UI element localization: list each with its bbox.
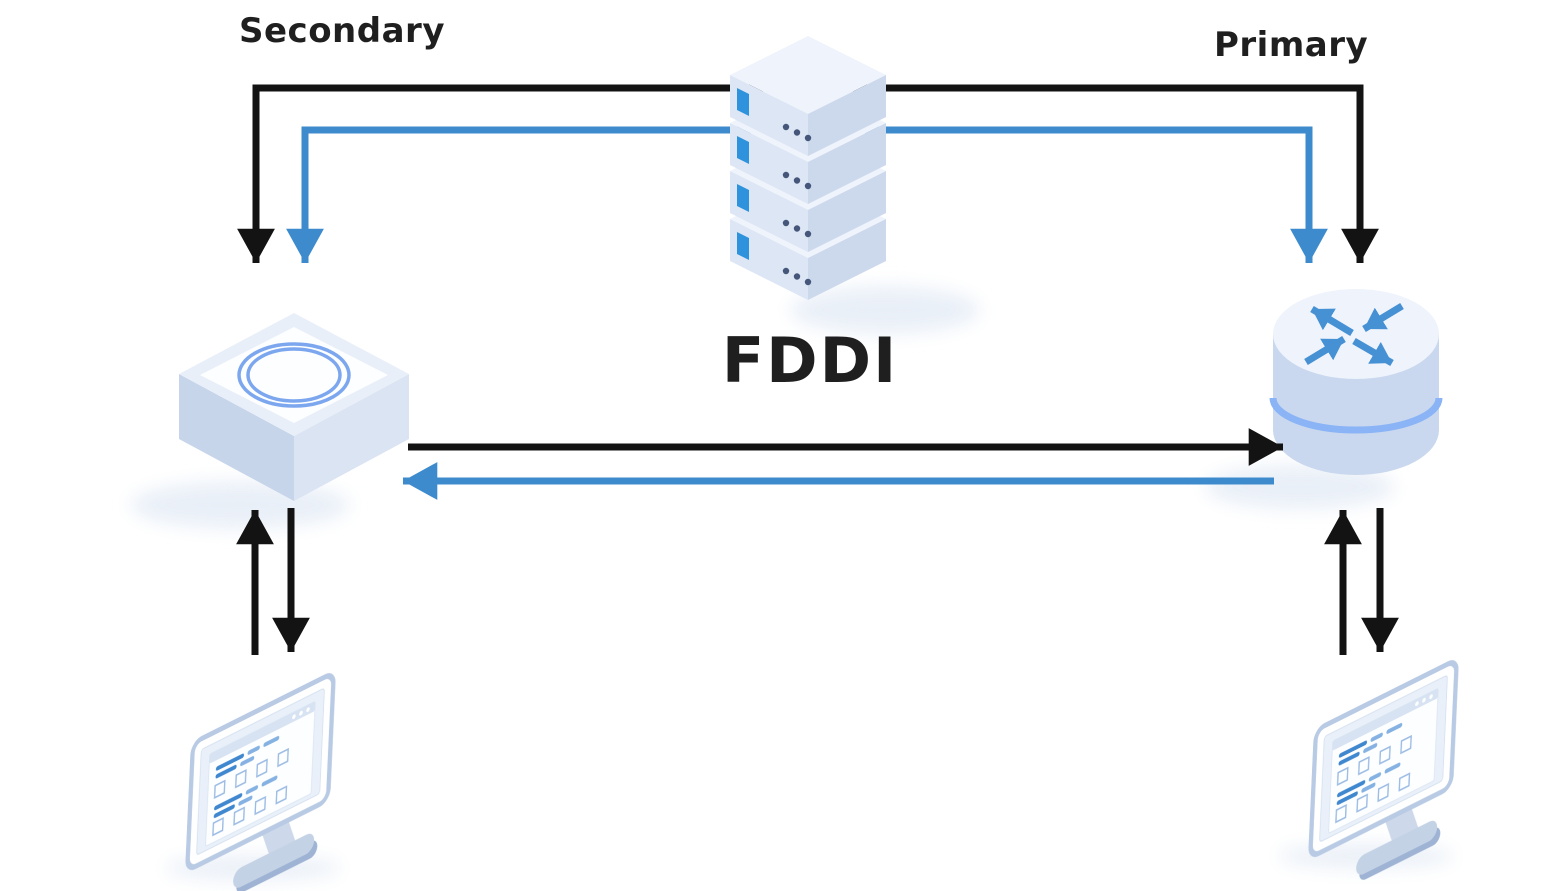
- workstation-left: [185, 673, 334, 891]
- label-fddi: FDDI: [721, 324, 899, 397]
- fddi-concentrator: [179, 313, 409, 501]
- label-primary: Primary: [1214, 25, 1369, 65]
- router-stripe: [1269, 397, 1443, 434]
- router: [1269, 289, 1443, 475]
- label-secondary: Secondary: [239, 11, 445, 51]
- router-arrows-icon: [1304, 303, 1404, 367]
- fddi-ring-icon: [237, 342, 351, 408]
- server-stack: [730, 36, 886, 300]
